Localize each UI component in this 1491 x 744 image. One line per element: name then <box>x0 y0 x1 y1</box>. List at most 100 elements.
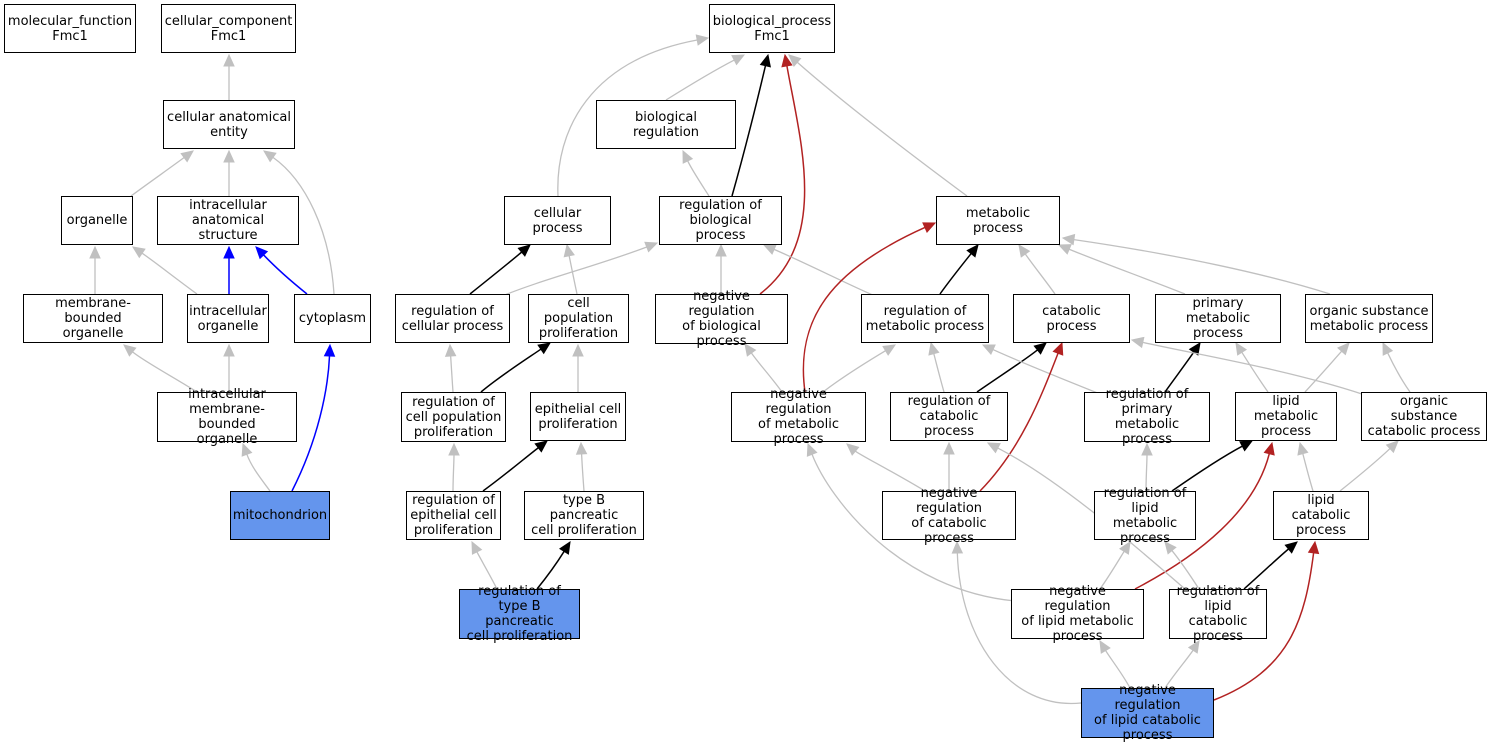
edge-line <box>1142 341 1366 396</box>
edge-arrowhead <box>180 150 194 163</box>
node-regulation-of-primary-metabolic-process[interactable]: regulation of primary metabolic process <box>1084 387 1210 447</box>
edge-nrlcp-lcp <box>1213 540 1320 701</box>
node-label: catabolic process <box>1042 303 1101 334</box>
node-regulation-of-lipid-catabolic-process[interactable]: regulation of lipid catabolic process <box>1169 584 1267 644</box>
node-cellular-process[interactable]: cellular process <box>504 196 611 245</box>
edge-cp-bp <box>557 34 710 197</box>
node-organic-substance-catabolic-process[interactable]: organic substance catabolic process <box>1361 392 1487 441</box>
node-regulation-of-catabolic-process[interactable]: regulation of catabolic process <box>890 392 1008 441</box>
edge-arrowhead <box>1239 440 1254 452</box>
node-negative-regulation-of-metabolic-process[interactable]: negative regulation of metabolic process <box>731 387 866 447</box>
node-label: mitochondrion <box>232 508 328 523</box>
edge-arrowhead <box>1187 639 1200 654</box>
edge-arrowhead <box>572 343 584 357</box>
edge-nrlmp-rlmp <box>1099 540 1131 590</box>
edge-arrowhead <box>1018 244 1031 258</box>
edge-rcp-cp <box>469 244 531 295</box>
node-regulation-of-cellular-process[interactable]: regulation of cellular process <box>395 294 510 343</box>
node-lipid-catabolic-process[interactable]: lipid catabolic process <box>1273 491 1369 540</box>
node-label: organic substance catabolic process <box>1367 394 1481 439</box>
node-cellular-component[interactable]: cellular_component Fmc1 <box>161 4 296 53</box>
edge-arrowhead <box>263 150 277 163</box>
edge-arrowhead <box>966 244 979 258</box>
node-label: regulation of cellular process <box>401 303 504 334</box>
node-regulation-of-type-b-pancreatic-cell-proliferation[interactable]: regulation of type B pancreatic cell pro… <box>459 584 580 644</box>
node-metabolic-process[interactable]: metabolic process <box>936 196 1060 245</box>
node-label: negative regulation of biological proces… <box>682 289 761 349</box>
edge-ecp-cpp <box>572 343 584 392</box>
edge-arrowhead <box>759 53 771 68</box>
edge-arrowhead <box>563 243 575 258</box>
edge-line <box>1024 253 1056 295</box>
edge-line <box>291 355 331 492</box>
edge-mito-imbo <box>241 442 271 492</box>
node-biological-process[interactable]: biological_process Fmc1 <box>709 4 835 53</box>
edge-arrowhead <box>951 540 964 554</box>
node-cytoplasm[interactable]: cytoplasm <box>294 294 371 343</box>
node-epithelial-cell-proliferation[interactable]: epithelial cell proliferation <box>530 392 626 441</box>
node-regulation-of-cell-population-proliferation[interactable]: regulation of cell population proliferat… <box>401 392 506 442</box>
edge-cae-cc <box>223 53 235 101</box>
edge-organelle-cae <box>130 150 194 197</box>
node-label: regulation of catabolic process <box>907 394 991 439</box>
node-negative-regulation-of-catabolic-process[interactable]: negative regulation of catabolic process <box>882 486 1016 546</box>
edge-line <box>811 453 1016 602</box>
edge-rtbcp-recp <box>471 540 498 590</box>
node-lipid-metabolic-process[interactable]: lipid metabolic process <box>1235 392 1337 441</box>
node-negative-regulation-of-biological-process[interactable]: negative regulation of biological proces… <box>655 289 788 349</box>
edge-lcp-oscp <box>1339 440 1399 492</box>
edge-arrowhead <box>241 442 253 457</box>
node-regulation-of-epithelial-cell-proliferation[interactable]: regulation of epithelial cell proliferat… <box>406 491 501 540</box>
edge-nrcatp-nrmp <box>846 443 926 492</box>
edge-line <box>1171 550 1200 590</box>
edge-arrowhead <box>89 245 101 259</box>
edge-rlcp-rlmp <box>1164 541 1200 590</box>
edge-arrowhead <box>1130 336 1145 349</box>
node-organic-substance-metabolic-process[interactable]: organic substance metabolic process <box>1305 294 1433 343</box>
edge-io-ias <box>223 245 235 295</box>
edge-rlmp-lmp <box>1171 440 1254 492</box>
edge-mp-bp <box>788 54 968 197</box>
edge-line <box>1073 238 1331 295</box>
edge-lmp-osmp <box>1304 342 1350 393</box>
node-regulation-of-lipid-metabolic-process[interactable]: regulation of lipid metabolic process <box>1094 486 1196 546</box>
node-catabolic-process[interactable]: catabolic process <box>1013 294 1130 343</box>
edge-arrowhead <box>1141 442 1153 456</box>
edge-line <box>1164 351 1195 393</box>
node-intracellular-membrane-bounded-organelle[interactable]: intracellular membrane-bounded organelle <box>157 387 297 447</box>
edge-line <box>246 454 271 492</box>
edge-line <box>992 349 1101 395</box>
node-regulation-of-metabolic-process[interactable]: regulation of metabolic process <box>861 294 989 343</box>
node-mitochondrion[interactable]: mitochondrion <box>230 491 330 540</box>
edge-line <box>452 454 455 492</box>
node-label: regulation of lipid metabolic process <box>1103 485 1187 546</box>
node-molecular-function[interactable]: molecular_function Fmc1 <box>4 4 136 53</box>
edge-line <box>796 61 968 197</box>
edge-arrowhead <box>1337 342 1350 356</box>
edge-arrowhead <box>1061 233 1076 246</box>
node-intracellular-anatomical-structure[interactable]: intracellular anatomical structure <box>157 196 299 245</box>
edge-line <box>1302 453 1314 492</box>
node-cell-population-proliferation[interactable]: cell population proliferation <box>528 294 629 343</box>
node-membrane-bounded-organelle[interactable]: membrane-bounded organelle <box>23 294 163 343</box>
edge-line <box>130 157 185 197</box>
node-regulation-of-biological-process[interactable]: regulation of biological process <box>659 196 782 245</box>
node-intracellular-organelle[interactable]: intracellular organelle <box>187 294 269 343</box>
node-negative-regulation-of-lipid-metabolic-process[interactable]: negative regulation of lipid metabolic p… <box>1011 584 1144 644</box>
node-negative-regulation-of-lipid-catabolic-process[interactable]: negative regulation of lipid catabolic p… <box>1081 683 1214 743</box>
node-label: negative regulation of lipid catabolic p… <box>1094 683 1201 743</box>
edge-arrowhead <box>644 241 659 253</box>
edge-arrowhead <box>517 244 531 257</box>
node-organelle[interactable]: organelle <box>61 196 133 245</box>
node-cellular-anatomical-entity[interactable]: cellular anatomical entity <box>163 100 295 149</box>
edge-cytoplasm-cae <box>263 150 335 295</box>
edge-arrowhead <box>731 54 746 66</box>
node-type-b-pancreatic-cell-proliferation[interactable]: type B pancreatic cell proliferation <box>524 491 644 540</box>
node-biological-regulation[interactable]: biological regulation <box>596 100 736 149</box>
edge-recp-ecp <box>482 440 548 492</box>
node-label: cellular_component Fmc1 <box>164 13 293 44</box>
edge-line <box>132 351 198 393</box>
edge-arrowhead <box>1297 441 1309 456</box>
node-primary-metabolic-process[interactable]: primary metabolic process <box>1155 294 1281 343</box>
edge-cpp-cp <box>563 243 578 295</box>
